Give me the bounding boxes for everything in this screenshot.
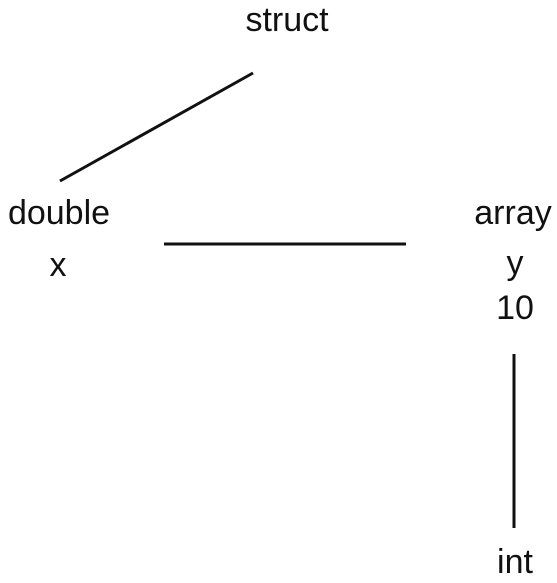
array-node-name-label: y: [506, 244, 524, 282]
array-node-size-label: 10: [496, 289, 534, 327]
int-node-label: int: [497, 543, 533, 581]
double-node-name-label: x: [49, 246, 67, 284]
array-node-type-label: array: [474, 194, 552, 232]
struct-node-label: struct: [245, 1, 329, 39]
edge-struct-to-double: [59, 71, 254, 183]
double-node-type-label: double: [7, 194, 111, 232]
